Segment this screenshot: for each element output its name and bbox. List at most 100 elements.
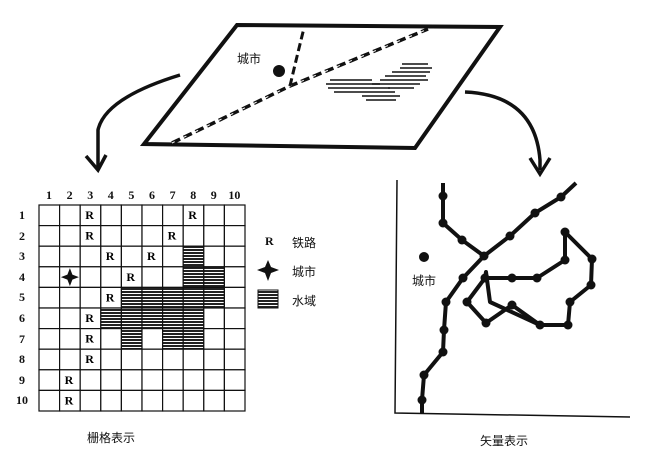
raster-cell (141, 369, 164, 391)
column-label: 8 (190, 188, 197, 202)
railway-cell-marker: R (106, 249, 115, 263)
raster-cell (38, 307, 61, 330)
column-label: 2 (66, 188, 73, 202)
raster-cell (120, 369, 143, 391)
raster-cell (100, 266, 123, 288)
raster-cell (162, 369, 184, 391)
column-label: 3 (87, 188, 94, 202)
legend-symbols (257, 260, 279, 309)
top-map-city-label: 城市 (237, 52, 262, 66)
vector-railway-line (441, 181, 578, 259)
railway-cell-marker: R (85, 352, 94, 366)
raster-cell (120, 307, 143, 330)
raster-cell (100, 369, 123, 391)
raster-cell (162, 266, 184, 288)
legend-railway-label: 铁路 (292, 236, 317, 250)
raster-cell (100, 225, 123, 247)
raster-cell (58, 245, 81, 268)
raster-cell (38, 328, 61, 350)
column-label: 10 (228, 188, 241, 202)
raster-cell (120, 328, 143, 350)
top-map (139, 22, 504, 151)
row-label: 4 (19, 269, 25, 284)
raster-cell (162, 307, 184, 330)
raster-cell (223, 307, 246, 330)
raster-cell (120, 348, 143, 371)
raster-cell (120, 389, 143, 412)
column-label: 7 (169, 188, 176, 202)
raster-cell (182, 307, 205, 330)
raster-cell (38, 389, 61, 412)
raster-cell (162, 286, 184, 309)
raster-title: 栅格表示 (87, 431, 136, 445)
raster-cell (120, 286, 143, 309)
raster-cell (223, 389, 246, 412)
raster-cell (162, 245, 184, 268)
railway-cell-marker: R (147, 249, 156, 263)
arrow-to-raster-icon (84, 73, 181, 174)
city-star-icon (257, 260, 279, 281)
raster-cell (141, 266, 164, 288)
raster-cell (223, 266, 246, 288)
legend-railway-symbol: R (265, 234, 274, 248)
raster-cell (203, 225, 226, 247)
raster-cell (162, 389, 184, 412)
raster-cell (223, 225, 246, 247)
row-label: 1 (19, 208, 25, 222)
city-dot-icon (273, 65, 285, 77)
raster-cell (100, 307, 123, 330)
row-label: 6 (19, 311, 25, 325)
vector-title: 矢量表示 (480, 434, 529, 448)
raster-cell (141, 307, 164, 330)
raster-cell (100, 328, 123, 350)
railway-cell-marker: R (85, 332, 94, 346)
raster-cell (203, 328, 226, 350)
raster-cell (162, 328, 184, 350)
railway-cell-marker: R (168, 229, 177, 243)
row-label: 9 (19, 372, 25, 387)
raster-cell (79, 245, 102, 268)
raster-cell (182, 328, 205, 350)
raster-cell (79, 286, 102, 309)
raster-cell (203, 369, 226, 391)
raster-cell (162, 204, 184, 227)
water-body-icon (326, 63, 432, 101)
legend-water-label: 水域 (292, 294, 317, 308)
raster-cell (38, 266, 61, 288)
column-label: 4 (107, 188, 114, 202)
raster-cell (141, 286, 164, 309)
raster-cell (182, 266, 205, 288)
legend-city-label: 城市 (292, 265, 317, 279)
vector-city-dot-icon (419, 252, 429, 262)
row-label: 2 (19, 228, 25, 243)
raster-cell (141, 328, 164, 350)
raster-cell (182, 369, 205, 391)
raster-cell (223, 348, 246, 371)
raster-cell (79, 369, 102, 391)
raster-cell (141, 348, 164, 371)
column-label: 1 (46, 188, 52, 202)
raster-cell (100, 348, 123, 371)
raster-cell (100, 389, 123, 412)
vector-panel (394, 179, 631, 418)
raster-cell (141, 389, 164, 412)
raster-cell (58, 328, 81, 350)
railway-cell-marker: R (85, 229, 94, 243)
raster-cell (120, 204, 143, 227)
raster-cell (38, 225, 61, 247)
raster-cell (223, 369, 246, 391)
raster-cell (182, 245, 205, 268)
raster-cell (203, 245, 226, 268)
railway-cell-marker: R (65, 393, 74, 407)
raster-cell (38, 245, 61, 268)
row-label: 5 (19, 290, 25, 305)
raster-cell (223, 245, 246, 268)
vector-city-label: 城市 (412, 274, 437, 288)
raster-cell (182, 286, 205, 309)
raster-cell (79, 266, 102, 288)
raster-cell (182, 389, 205, 412)
raster-cell (120, 245, 143, 268)
raster-cell (223, 204, 246, 227)
raster-cell (203, 204, 226, 227)
